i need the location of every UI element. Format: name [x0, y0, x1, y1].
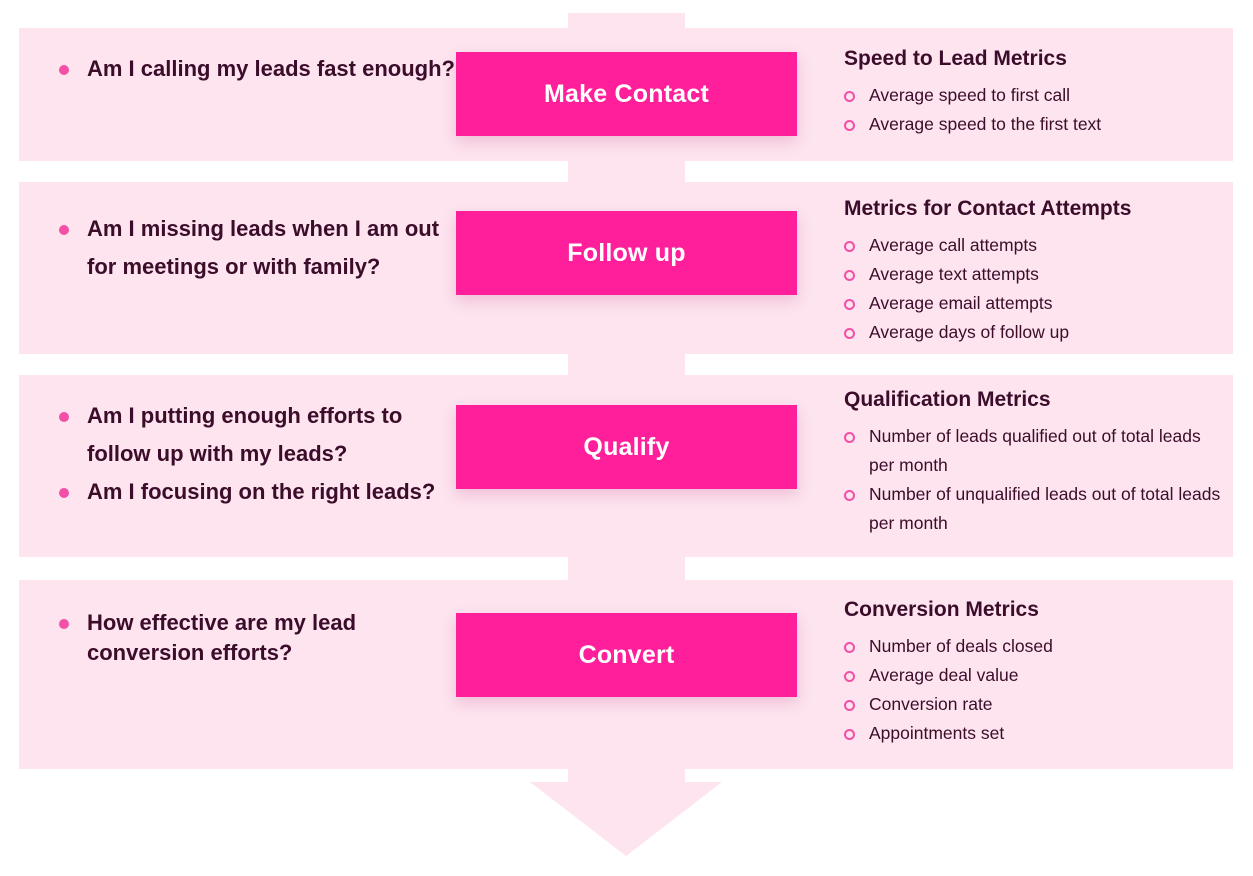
- metrics-panel: Speed to Lead Metrics Average speed to f…: [844, 46, 1224, 139]
- stage-label: Qualify: [583, 432, 670, 461]
- metrics-title: Conversion Metrics: [844, 598, 1039, 621]
- metrics-list: Average call attempts Average text attem…: [844, 231, 1224, 347]
- stage-label: Follow up: [567, 238, 686, 267]
- metric-item: Number of unqualified leads out of total…: [844, 480, 1224, 538]
- questions-list: How effective are my lead conversion eff…: [39, 608, 459, 668]
- funnel-arrow-head: [530, 782, 722, 856]
- metrics-title: Metrics for Contact Attempts: [844, 197, 1132, 220]
- metrics-list: Number of leads qualified out of total l…: [844, 422, 1224, 538]
- stage-label: Convert: [578, 640, 675, 669]
- metric-item: Number of leads qualified out of total l…: [844, 422, 1224, 480]
- questions-list: Am I putting enough efforts to follow up…: [39, 397, 459, 511]
- metrics-title: Speed to Lead Metrics: [844, 47, 1067, 70]
- stage-qualify: Qualify: [456, 405, 797, 489]
- metrics-panel: Conversion Metrics Number of deals close…: [844, 597, 1224, 748]
- stage-make-contact: Make Contact: [456, 52, 797, 136]
- row-convert: How effective are my lead conversion eff…: [19, 580, 1233, 769]
- metric-item: Average deal value: [844, 661, 1224, 690]
- metrics-list: Average speed to first call Average spee…: [844, 81, 1224, 139]
- question-item: Am I focusing on the right leads?: [39, 473, 459, 511]
- metric-item: Appointments set: [844, 719, 1224, 748]
- metric-item: Average call attempts: [844, 231, 1224, 260]
- metrics-list: Number of deals closed Average deal valu…: [844, 632, 1224, 748]
- row-make-contact: Am I calling my leads fast enough? Make …: [19, 28, 1233, 161]
- stage-label: Make Contact: [544, 79, 709, 108]
- question-item: How effective are my lead conversion eff…: [39, 608, 459, 668]
- metrics-title: Qualification Metrics: [844, 388, 1051, 411]
- question-item: Am I putting enough efforts to follow up…: [39, 397, 459, 473]
- metric-item: Number of deals closed: [844, 632, 1224, 661]
- stage-convert: Convert: [456, 613, 797, 697]
- questions-list: Am I calling my leads fast enough?: [39, 54, 459, 84]
- metric-item: Average speed to the first text: [844, 110, 1224, 139]
- question-item: Am I missing leads when I am out for mee…: [39, 210, 459, 286]
- metric-item: Average email attempts: [844, 289, 1224, 318]
- row-follow-up: Am I missing leads when I am out for mee…: [19, 182, 1233, 354]
- metric-item: Average days of follow up: [844, 318, 1224, 347]
- metric-item: Conversion rate: [844, 690, 1224, 719]
- metric-item: Average speed to first call: [844, 81, 1224, 110]
- metrics-panel: Qualification Metrics Number of leads qu…: [844, 387, 1224, 538]
- metrics-panel: Metrics for Contact Attempts Average cal…: [844, 196, 1224, 347]
- questions-list: Am I missing leads when I am out for mee…: [39, 210, 459, 286]
- metric-item: Average text attempts: [844, 260, 1224, 289]
- question-item: Am I calling my leads fast enough?: [39, 54, 459, 84]
- stage-follow-up: Follow up: [456, 211, 797, 295]
- row-qualify: Am I putting enough efforts to follow up…: [19, 375, 1233, 557]
